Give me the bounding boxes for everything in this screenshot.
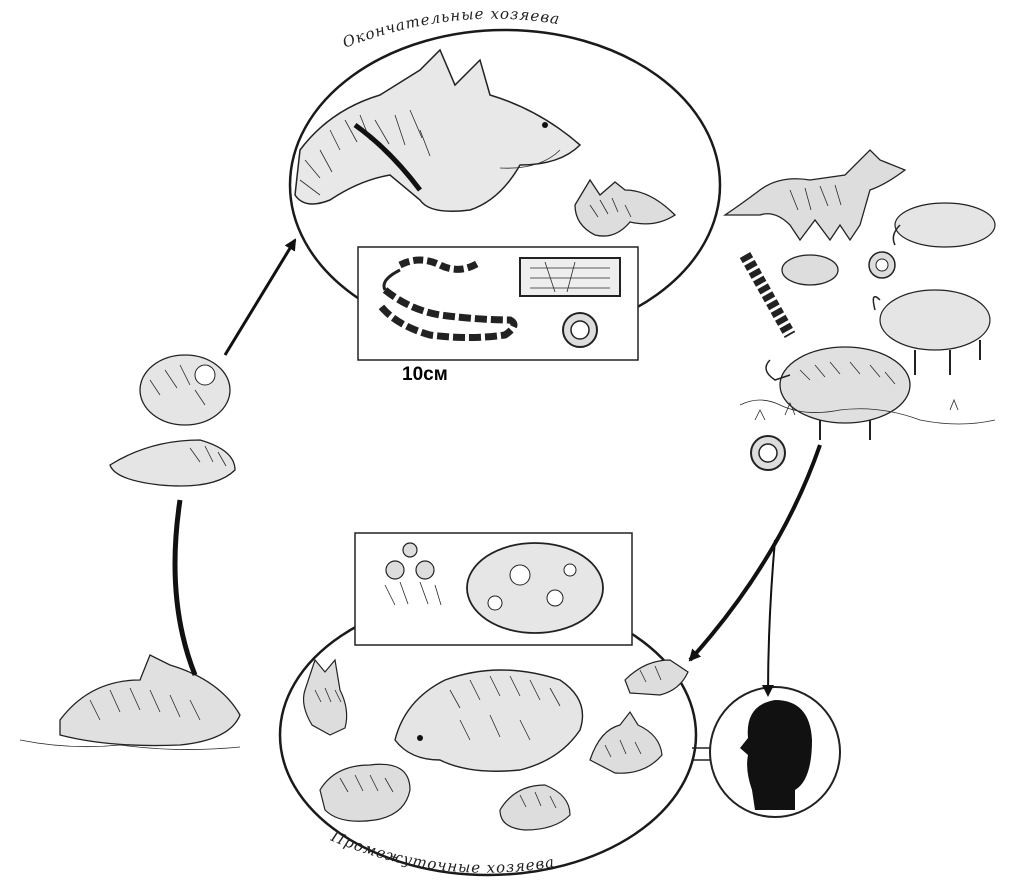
rabbit-icon: [500, 785, 570, 830]
dog-icon: [295, 50, 580, 211]
cow-icon: [625, 660, 688, 695]
cyst-panel: [355, 533, 632, 645]
intermediate-hosts-label: Промежуточные хозяева: [328, 827, 557, 877]
pig-icon: [590, 712, 662, 773]
arrow-eggs-to-human: [768, 540, 775, 695]
arrow-eggs-to-intermediate: [690, 445, 820, 660]
arrow-lamb-to-cyst: [175, 500, 195, 675]
camel-icon: [320, 764, 410, 821]
egg-icon: [751, 436, 785, 470]
arrow-cyst-to-definitive: [225, 240, 295, 355]
scolex-cluster-icon: [782, 252, 895, 285]
fox-icon: [575, 180, 675, 236]
goat-icon: [304, 660, 347, 735]
human-head-icon: [710, 687, 840, 817]
hydatid-cyst-icon: [467, 543, 603, 633]
dead-sheep-icon: [20, 655, 240, 750]
egg-icon: [563, 313, 597, 347]
scale-label: 10см: [402, 364, 448, 386]
definitive-hosts-label: Окончательные хозяева: [340, 5, 561, 52]
sheep-icon: [395, 670, 583, 771]
tapeworm-segment-icon: [520, 258, 620, 296]
tapeworm-panel: [358, 247, 638, 360]
wolf-icon: [725, 150, 905, 240]
cyst-organ-icon: [110, 355, 235, 486]
